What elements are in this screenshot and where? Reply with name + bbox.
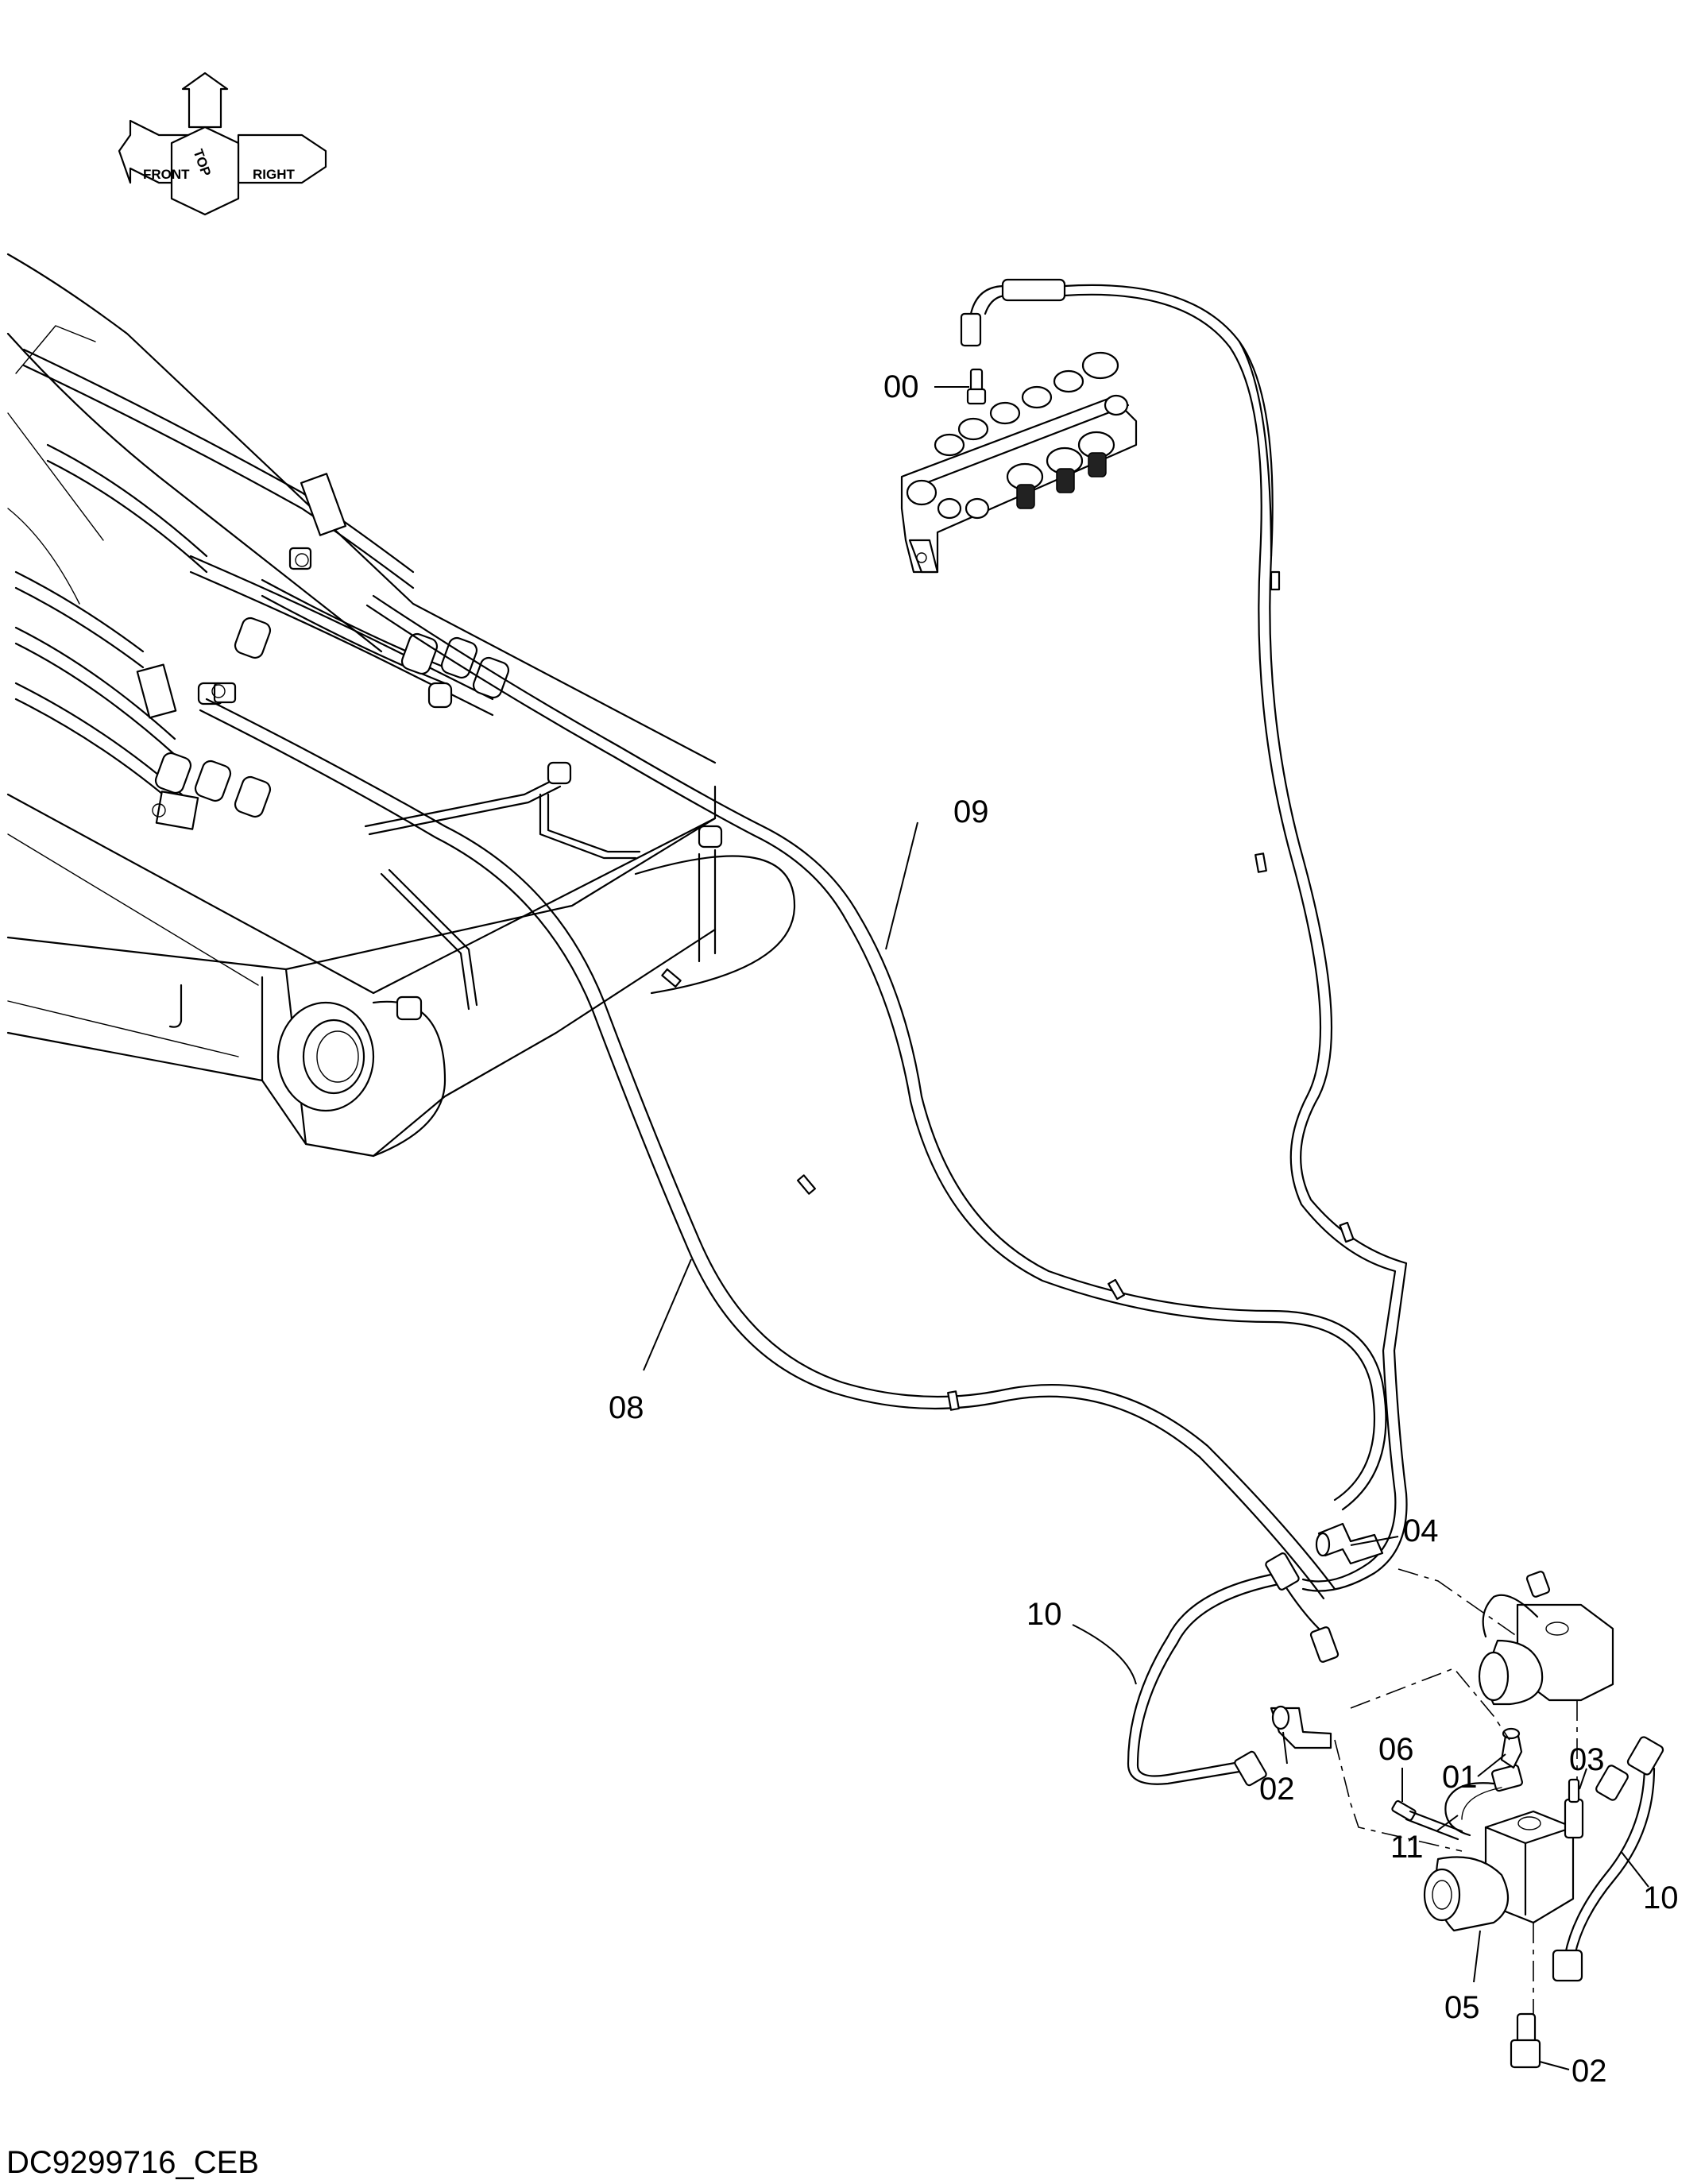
- leader-lines: [643, 386, 1649, 2070]
- control-valve-block: [900, 351, 1138, 574]
- document-id: DC9299716_CEB: [6, 2145, 259, 2180]
- callout-04: 04: [1403, 1513, 1439, 1548]
- callout-10-left: 10: [1026, 1597, 1062, 1632]
- orientation-right-label: RIGHT: [253, 167, 296, 182]
- orientation-front-label: FRONT: [143, 167, 190, 182]
- lower-fittings: [1127, 1522, 1664, 2069]
- callout-03: 03: [1569, 1742, 1605, 1777]
- boom-assembly: [6, 253, 796, 1158]
- callout-02-lower: 02: [1571, 2054, 1607, 2089]
- callout-02-upper: 02: [1259, 1772, 1295, 1807]
- callout-06: 06: [1378, 1732, 1414, 1767]
- callout-10-right: 10: [1643, 1881, 1679, 1915]
- callout-00: 00: [883, 369, 919, 404]
- callout-09: 09: [953, 794, 989, 829]
- hose-09: [365, 278, 1408, 1592]
- callout-11: 11: [1390, 1830, 1424, 1865]
- hose-08: [199, 698, 1336, 1600]
- callout-08: 08: [609, 1390, 644, 1425]
- callout-05: 05: [1444, 1990, 1480, 2025]
- orientation-compass: FRONT TOP RIGHT: [118, 72, 327, 216]
- callout-01: 01: [1442, 1760, 1478, 1795]
- callout-labels: 00 09 08 04 10 02 06 01 03 11 10 05 02: [609, 369, 1679, 2089]
